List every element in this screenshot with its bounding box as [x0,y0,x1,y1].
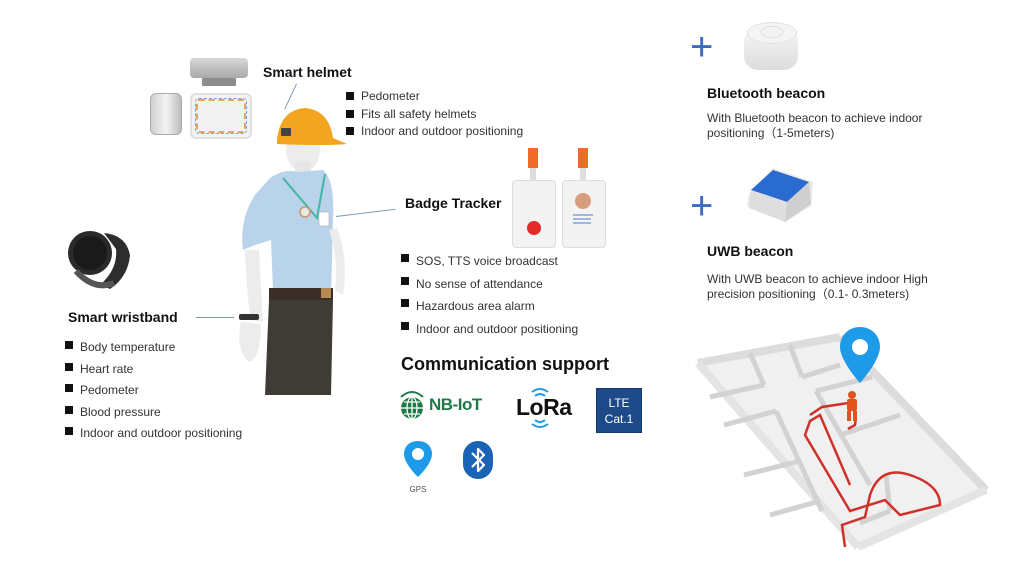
badge-feature: Indoor and outdoor positioning [401,318,578,341]
badge-title: Badge Tracker [405,195,502,211]
uwb-plus-icon: + [690,184,714,228]
helmet-title: Smart helmet [263,64,352,80]
wristband-connector-line [196,317,234,318]
gps-logo: GPS [401,440,435,496]
cat1-label: Cat.1 [604,412,634,426]
wristband-feature: Heart rate [65,359,242,381]
nbiot-logo: NB-IoT [397,388,482,422]
helmet-device-front-image [190,93,252,139]
helmet-device-side-image [150,93,182,135]
badge-feature-list: SOS, TTS voice broadcast No sense of att… [401,250,578,340]
wristband-device-image [68,231,130,289]
gps-label: GPS [409,485,427,494]
wristband-feature-list: Body temperature Heart rate Pedometer Bl… [65,337,242,445]
lte-cat1-logo: LTE Cat.1 [596,388,642,433]
floor-plan-image [694,327,989,550]
helmet-device-top-image [190,58,248,88]
helmet-feature: Fits all safety helmets [346,106,523,124]
helmet-feature: Indoor and outdoor positioning [346,123,523,141]
bluetooth-icon [463,441,493,479]
badge-feature: SOS, TTS voice broadcast [401,250,578,273]
nbiot-label: NB-IoT [429,395,482,414]
uwb-beacon-description: With UWB beacon to achieve indoor High p… [707,272,928,301]
wristband-feature: Body temperature [65,337,242,359]
helmet-feature: Pedometer [346,88,523,106]
wristband-feature: Blood pressure [65,402,242,424]
badge-feature: Hazardous area alarm [401,295,578,318]
lora-wave-icon [531,388,549,428]
wristband-feature: Indoor and outdoor positioning [65,423,242,445]
lora-logo: LoRa [516,386,578,430]
badge-device-front-image [512,148,556,248]
helmet-feature-list: Pedometer Fits all safety helmets Indoor… [346,88,523,141]
worker-figure-image [239,108,347,395]
lte-label: LTE [608,396,630,410]
badge-device-back-image [562,148,606,248]
bluetooth-plus-icon: + [690,25,714,69]
uwb-beacon-image [747,168,813,222]
wristband-feature: Pedometer [65,380,242,402]
nbiot-globe-icon [400,391,424,420]
bluetooth-beacon-description: With Bluetooth beacon to achieve indoor … [707,111,923,140]
lora-label: LoRa [516,394,572,420]
uwb-beacon-title: UWB beacon [707,243,794,259]
wristband-title: Smart wristband [68,309,178,325]
badge-feature: No sense of attendance [401,273,578,296]
bluetooth-beacon-image [744,22,798,72]
communication-title: Communication support [401,354,609,374]
bluetooth-beacon-title: Bluetooth beacon [707,85,826,101]
gps-pin-icon [404,441,432,477]
